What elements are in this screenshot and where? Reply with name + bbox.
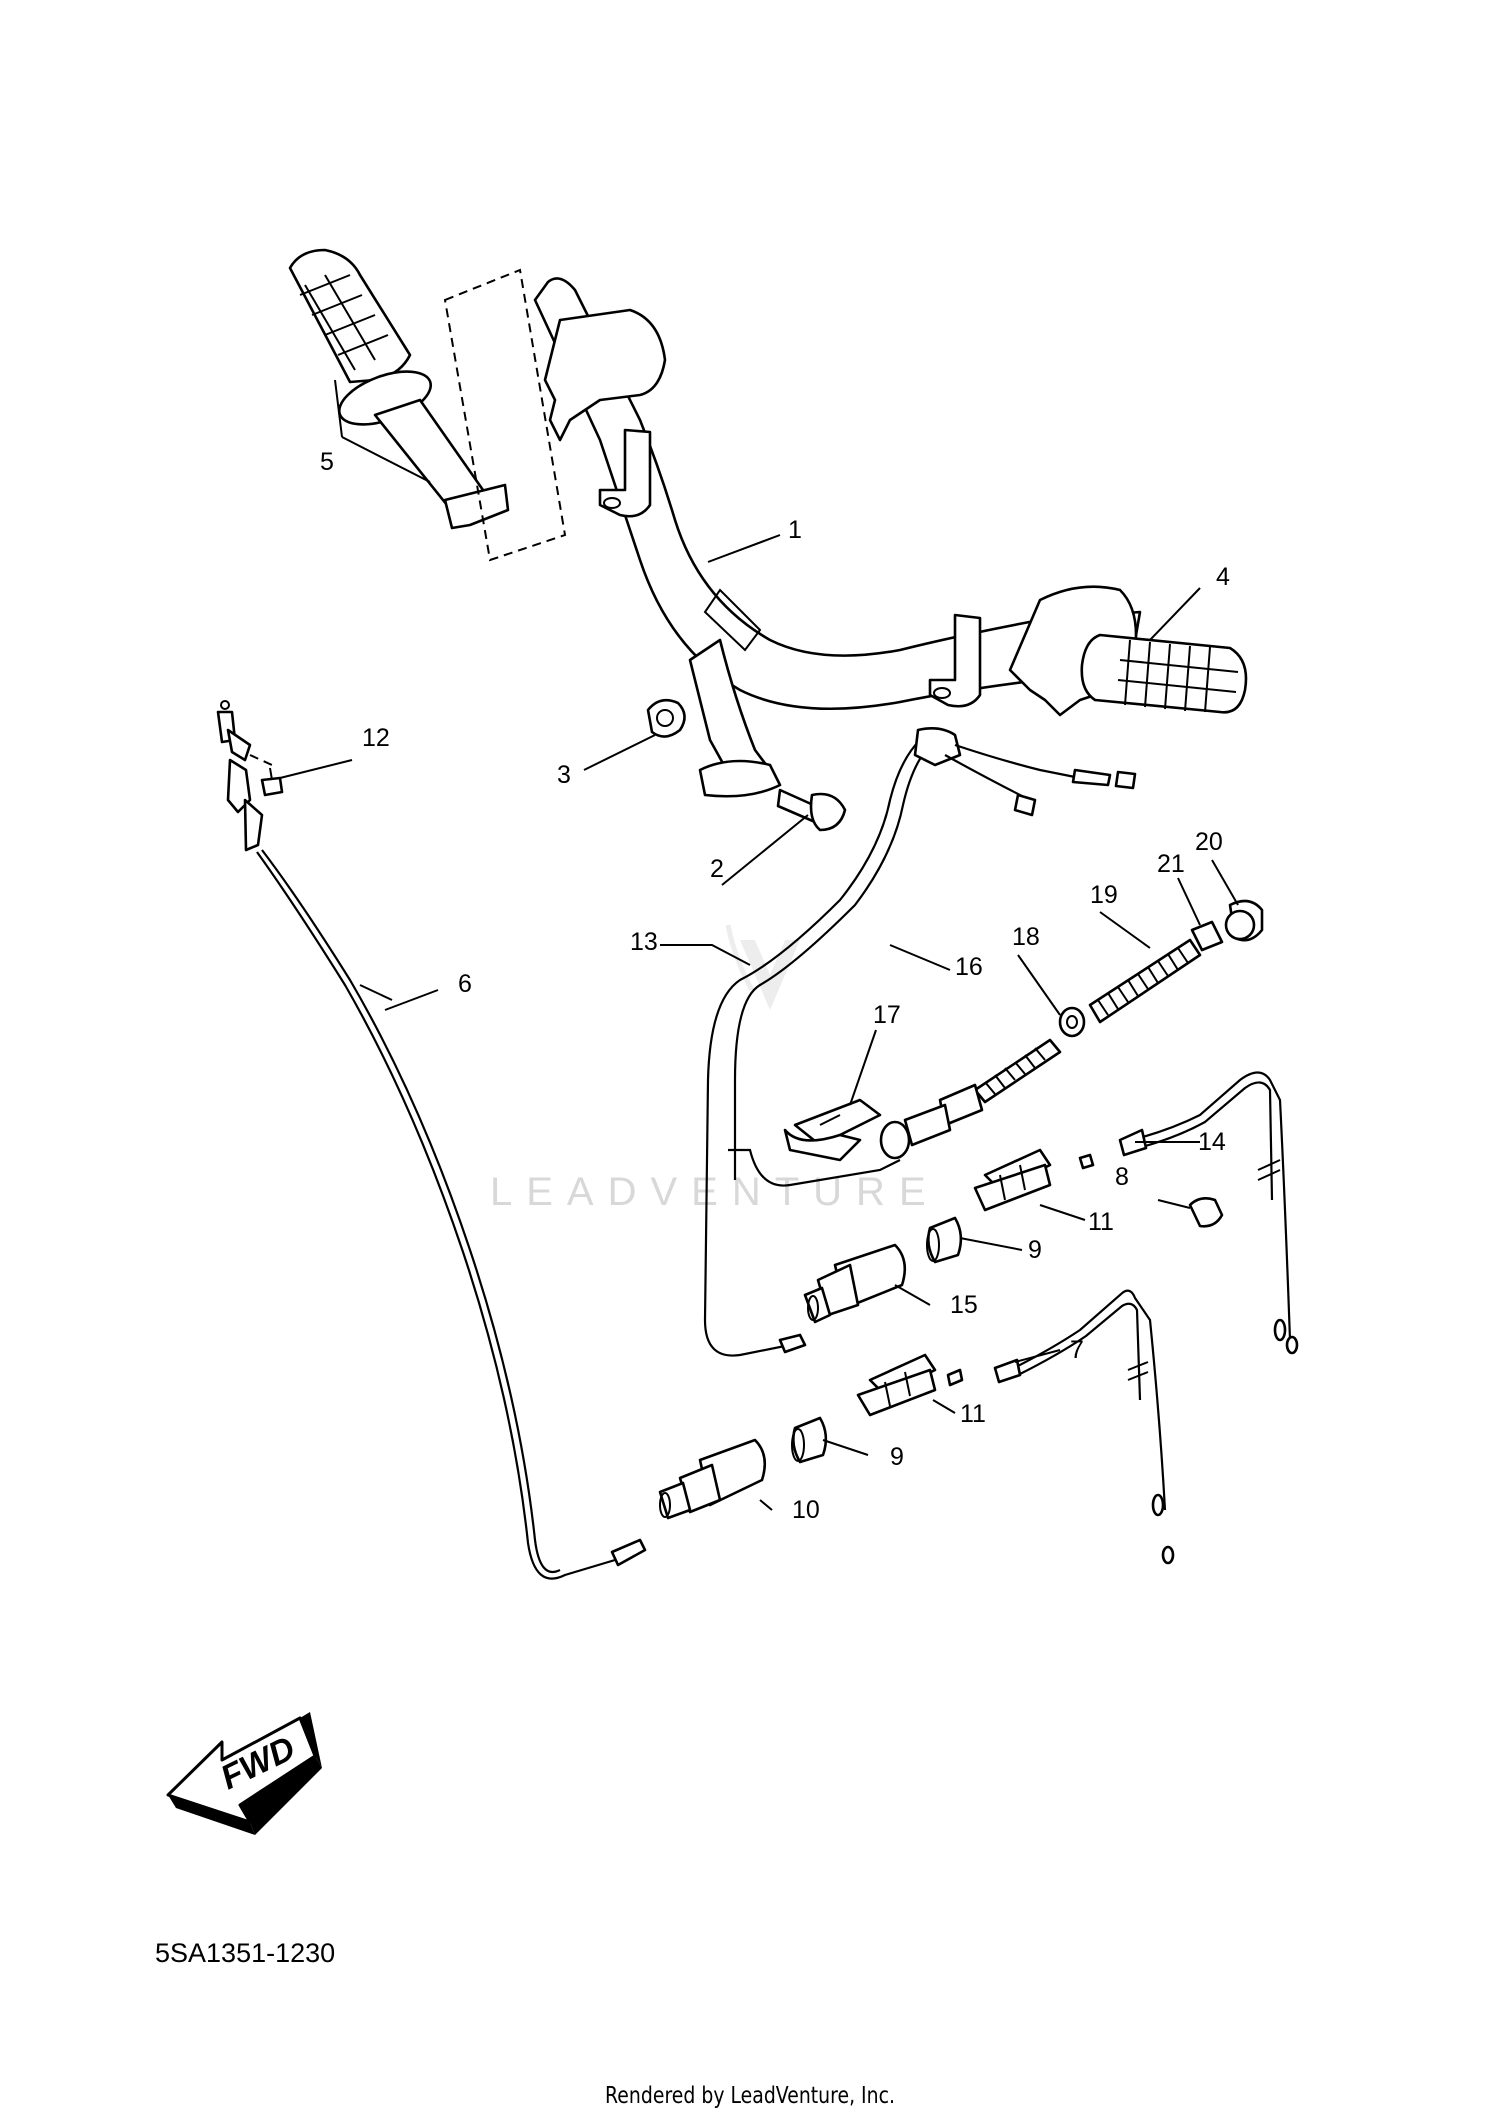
callout-2: 2: [710, 855, 724, 883]
footer-credit: Rendered by LeadVenture, Inc.: [605, 2083, 895, 2109]
callout-14: 14: [1198, 1128, 1226, 1156]
callout-21: 21: [1157, 850, 1185, 878]
cable-7: [946, 1289, 1175, 1565]
callout-19: 19: [1090, 881, 1118, 909]
cable-14: [1078, 1071, 1299, 1355]
callout-15: 15: [950, 1291, 978, 1319]
cable-13-16: [703, 727, 1137, 1357]
callout-18: 18: [1012, 923, 1040, 951]
callout-9-upper: 9: [1028, 1236, 1042, 1264]
nut: [646, 698, 686, 738]
cable-6: [216, 700, 647, 1580]
callout-16: 16: [955, 953, 983, 981]
bushing-lower: [791, 1416, 828, 1464]
callout-4: 4: [1216, 563, 1230, 591]
fwd-arrow-icon: FWD: [166, 1712, 322, 1835]
callout-11-lower: 11: [960, 1400, 986, 1428]
callout-10: 10: [792, 1496, 820, 1524]
callout-12: 12: [362, 724, 390, 752]
cable-clip: [783, 1098, 882, 1162]
diagram-code: 5SA1351-1230: [155, 1938, 336, 1968]
callout-7: 7: [1070, 1336, 1084, 1364]
callout-1: 1: [788, 516, 802, 544]
callout-13: 13: [630, 928, 658, 956]
watermark-text: LEADVENTURE: [490, 1170, 940, 1214]
callout-20: 20: [1195, 828, 1223, 856]
cable-guide-upper: [973, 1148, 1052, 1212]
bushing-upper: [926, 1216, 963, 1264]
callout-9-lower: 9: [890, 1443, 904, 1471]
callout-6: 6: [458, 970, 472, 998]
adjuster-assembly: [879, 899, 1264, 1160]
callout-11-upper: 11: [1088, 1208, 1114, 1236]
callout-3: 3: [557, 761, 571, 789]
left-grip-assembly: [288, 248, 567, 562]
watermark-logo: [725, 924, 800, 1010]
tube-10: [658, 1438, 767, 1520]
cable-guide-lower: [856, 1353, 937, 1417]
clamp: [1188, 1197, 1224, 1228]
screw: [249, 754, 284, 797]
tube-15: [803, 1243, 907, 1324]
callouts: 1 2 3 4 5 6 7 8 9 9 10 11 11 12 13 14 15…: [320, 448, 1230, 1524]
leader-lines: [279, 379, 1239, 1511]
callout-17: 17: [873, 1001, 901, 1029]
callout-8: 8: [1115, 1163, 1129, 1191]
callout-5: 5: [320, 448, 334, 476]
handlebar: [533, 277, 1248, 798]
bolt: [776, 788, 847, 832]
